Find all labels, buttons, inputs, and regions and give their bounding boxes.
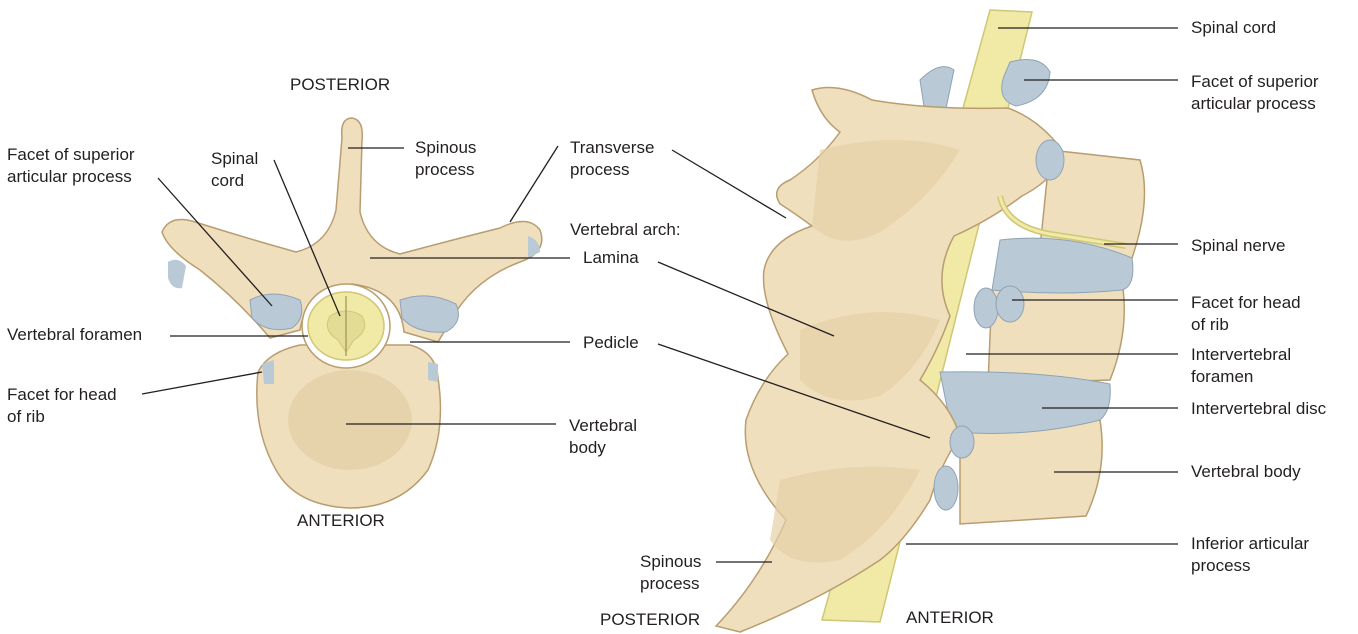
- lateral-view-spine: [714, 9, 1146, 633]
- pedicle-label: Pedicle: [583, 333, 639, 352]
- superior-facet-left: [249, 293, 303, 331]
- lateral-disc-lower: [939, 371, 1111, 434]
- lateral-disc-upper: [991, 237, 1134, 294]
- lateral-vertebral-body-lower: [959, 419, 1103, 525]
- vertebral-foramen-label: Vertebral foramen: [7, 325, 143, 344]
- vertebral-arch-label: Vertebral arch:: [570, 220, 681, 239]
- spinal-cord-label-right: Spinal cord: [1191, 18, 1277, 37]
- lamina-label: Lamina: [583, 248, 639, 267]
- intervertebral-disc-label: Intervertebral disc: [1191, 399, 1327, 418]
- spinal-nerve-label: Spinal nerve: [1191, 236, 1286, 255]
- vertebral-body-label-right: Vertebral body: [1191, 462, 1301, 481]
- anterior-label-right: ANTERIOR: [906, 608, 994, 627]
- posterior-label-left: POSTERIOR: [290, 75, 391, 94]
- posterior-label-right: POSTERIOR: [600, 610, 701, 629]
- anterior-label-left: ANTERIOR: [297, 511, 385, 530]
- superior-view-vertebra: [161, 117, 543, 509]
- leader-lines: [141, 27, 1178, 563]
- superior-facet-right: [399, 295, 459, 333]
